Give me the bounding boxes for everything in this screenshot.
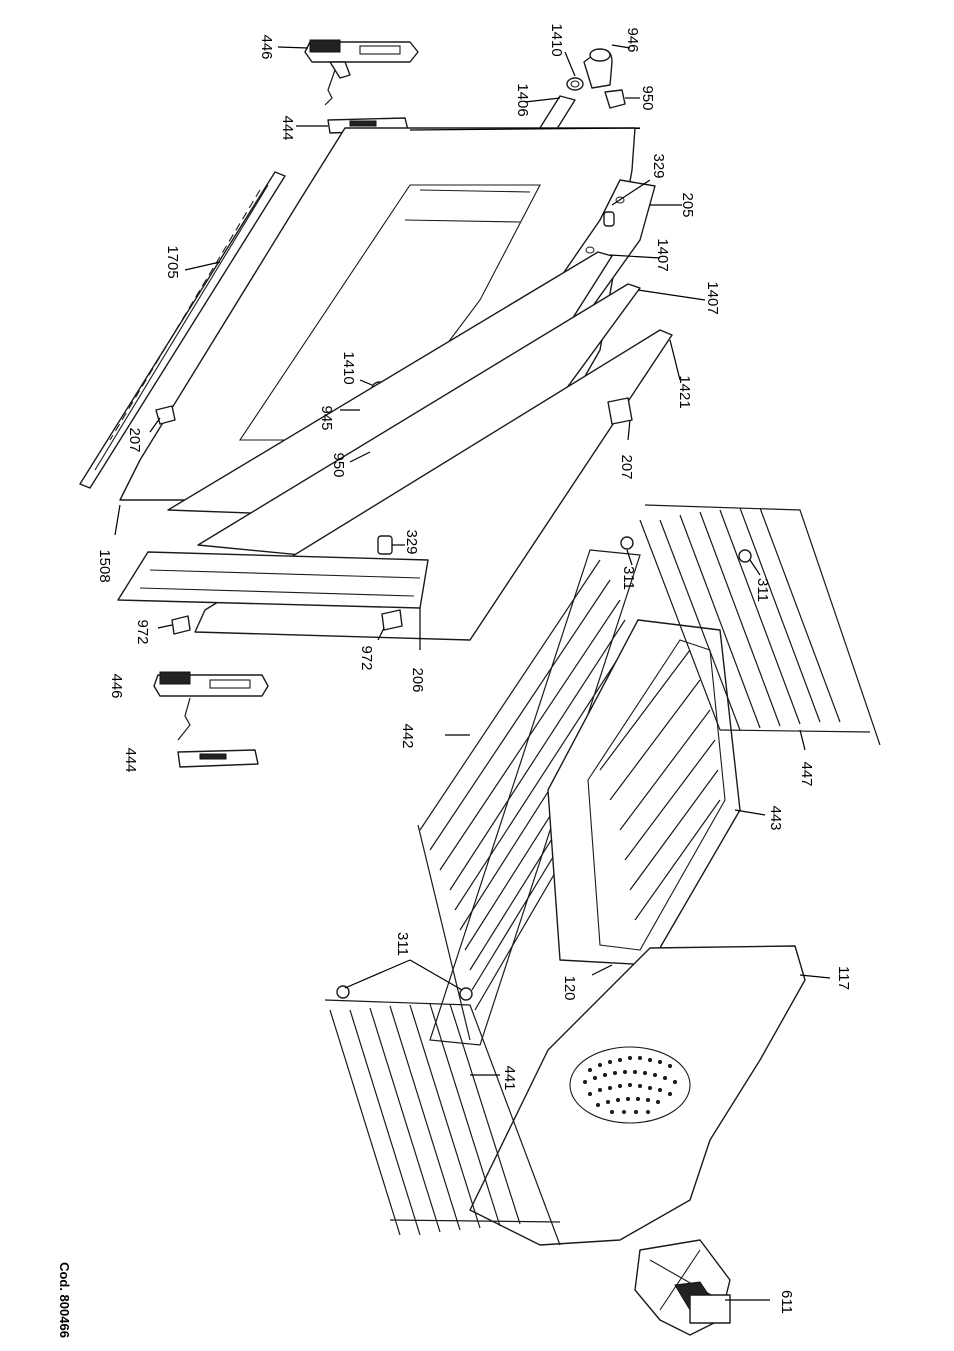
callout-120: 120 [561, 975, 578, 1000]
bushing-329-mid [377, 535, 393, 555]
callout-950-mid: 950 [330, 452, 347, 477]
callout-446-top: 446 [258, 34, 275, 59]
callout-447: 447 [798, 761, 815, 786]
clip-207-right [607, 397, 633, 425]
callout-311-pair: 311 [394, 932, 411, 956]
callout-1407-b: 1407 [704, 281, 721, 314]
hinge-446-bottom [153, 671, 269, 741]
fan-grille [583, 1056, 677, 1114]
back-plate-117 [469, 945, 806, 1246]
side-rail-1705 [79, 171, 286, 489]
callout-972-right: 972 [358, 645, 375, 670]
lamp-cap-946 [583, 48, 613, 89]
callout-311-a: 311 [620, 566, 637, 590]
side-rail-206 [117, 551, 429, 609]
callout-205: 205 [679, 192, 696, 217]
callout-206: 206 [409, 667, 426, 692]
fan-motor-611 [634, 1239, 731, 1336]
hinge-support-444-bottom [177, 749, 259, 768]
callout-117: 117 [835, 966, 852, 990]
callout-207-right: 207 [618, 454, 635, 479]
callout-444-top: 444 [279, 115, 296, 140]
callout-329-top: 329 [650, 153, 667, 178]
baking-tray-443 [547, 619, 741, 966]
callout-329-mid: 329 [403, 529, 420, 554]
callout-1705: 1705 [164, 245, 181, 278]
callout-446-bottom: 446 [108, 673, 125, 698]
callout-1410-top: 1410 [548, 23, 565, 56]
bushing-329-top [603, 211, 615, 227]
seal-ring-1410-top [566, 77, 584, 91]
callout-945: 945 [318, 405, 335, 430]
callout-946: 946 [624, 27, 641, 52]
clip-950-top [604, 89, 626, 109]
callout-311-b: 311 [754, 578, 771, 602]
spacer-972-right [381, 609, 403, 631]
callout-1421: 1421 [676, 375, 693, 408]
callout-443: 443 [767, 805, 784, 830]
callout-444-bottom: 444 [122, 747, 139, 772]
callout-950-top: 950 [639, 85, 656, 110]
callout-972-left: 972 [134, 619, 151, 644]
callout-1407-a: 1407 [654, 238, 671, 271]
callout-1508: 1508 [96, 549, 113, 582]
callout-1410-mid: 1410 [340, 351, 357, 384]
callout-611: 611 [778, 1290, 795, 1314]
clip-207-left [155, 405, 176, 425]
callout-441: 441 [501, 1065, 518, 1090]
hinge-446-top [304, 39, 419, 106]
spacer-972-left [171, 615, 191, 635]
side-rack-447 [620, 504, 881, 746]
callout-442: 442 [399, 723, 416, 748]
side-rack-441 [324, 999, 561, 1246]
callout-labels: 446 1410 946 950 1406 444 329 205 1407 1… [57, 23, 852, 1338]
callout-207-left: 207 [126, 427, 143, 452]
leader-lines [114, 44, 831, 1301]
bushing-311-pair [336, 985, 473, 1001]
document-code: Cod. 800466 [57, 1262, 72, 1338]
callout-1406: 1406 [514, 83, 531, 116]
